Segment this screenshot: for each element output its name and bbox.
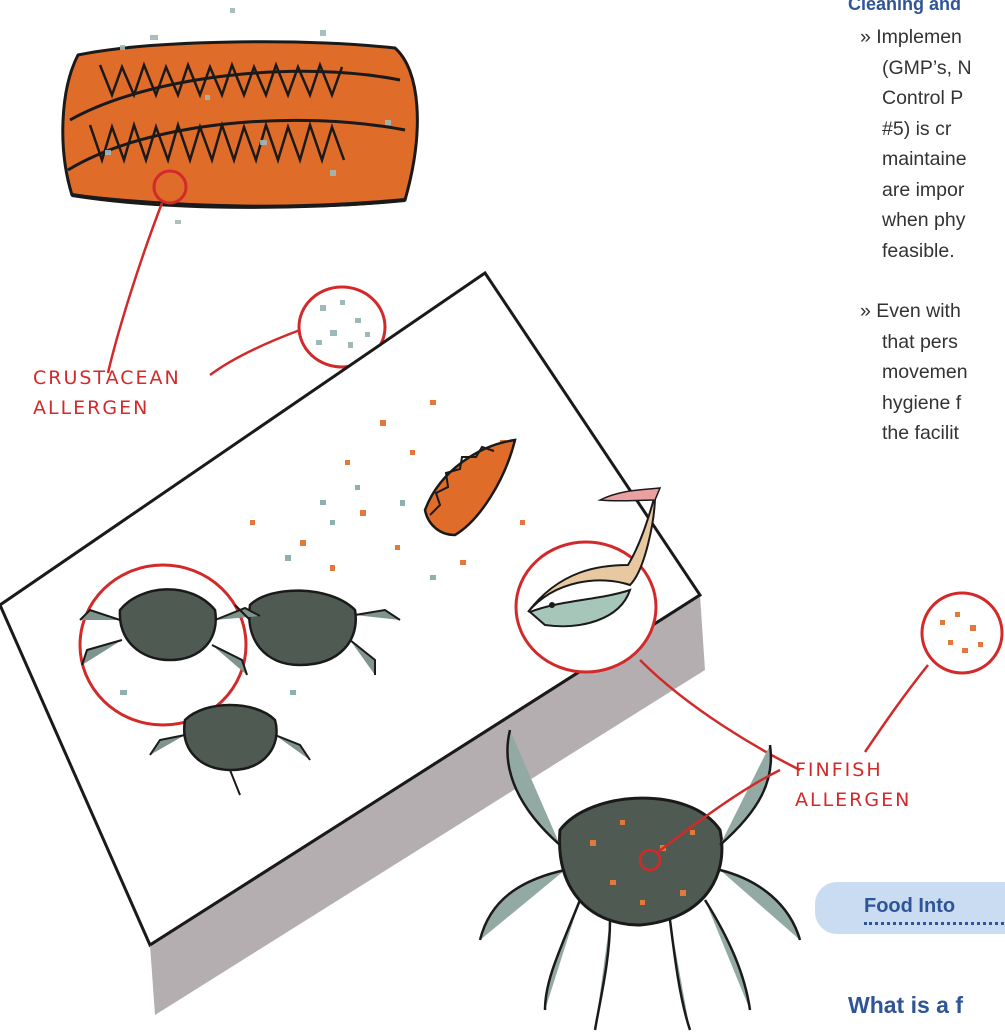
bullet-list-item: » Implemen (GMP’s, N Control P #5) is cr… <box>860 22 972 266</box>
section-tab-title: Food Into <box>864 895 955 918</box>
bullet-line: feasible. <box>860 236 972 267</box>
bullet-line: the facilit <box>860 418 968 449</box>
finfish-speck-bubble <box>865 593 1002 752</box>
question-heading: What is a f <box>848 992 963 1019</box>
large-crab-illustration <box>480 730 800 1030</box>
finfish-label-line2: ALLERGEN <box>795 789 911 811</box>
section-heading: Cleaning and <box>848 0 961 15</box>
finfish-label-line1: FINFISH <box>795 759 883 781</box>
bullet-list-item: » Even with that pers movemen hygiene f … <box>860 296 968 449</box>
bullet-line: Control P <box>860 83 972 114</box>
dotted-underline <box>864 922 1005 925</box>
bullet-line: » Even with <box>860 296 968 327</box>
crustacean-label-line2: ALLERGEN <box>33 397 149 419</box>
salmon-fillet-illustration <box>63 8 418 224</box>
bullet-line: » Implemen <box>860 22 972 53</box>
bullet-line: movemen <box>860 357 968 388</box>
bullet-line: maintaine <box>860 144 972 175</box>
bullet-line: hygiene f <box>860 388 968 419</box>
bullet-line: are impor <box>860 175 972 206</box>
bullet-line: #5) is cr <box>860 114 972 145</box>
crustacean-label-line1: CRUSTACEAN <box>33 367 181 389</box>
bullet-line: (GMP’s, N <box>860 53 972 84</box>
bullet-line: when phy <box>860 205 972 236</box>
bullet-line: that pers <box>860 327 968 358</box>
